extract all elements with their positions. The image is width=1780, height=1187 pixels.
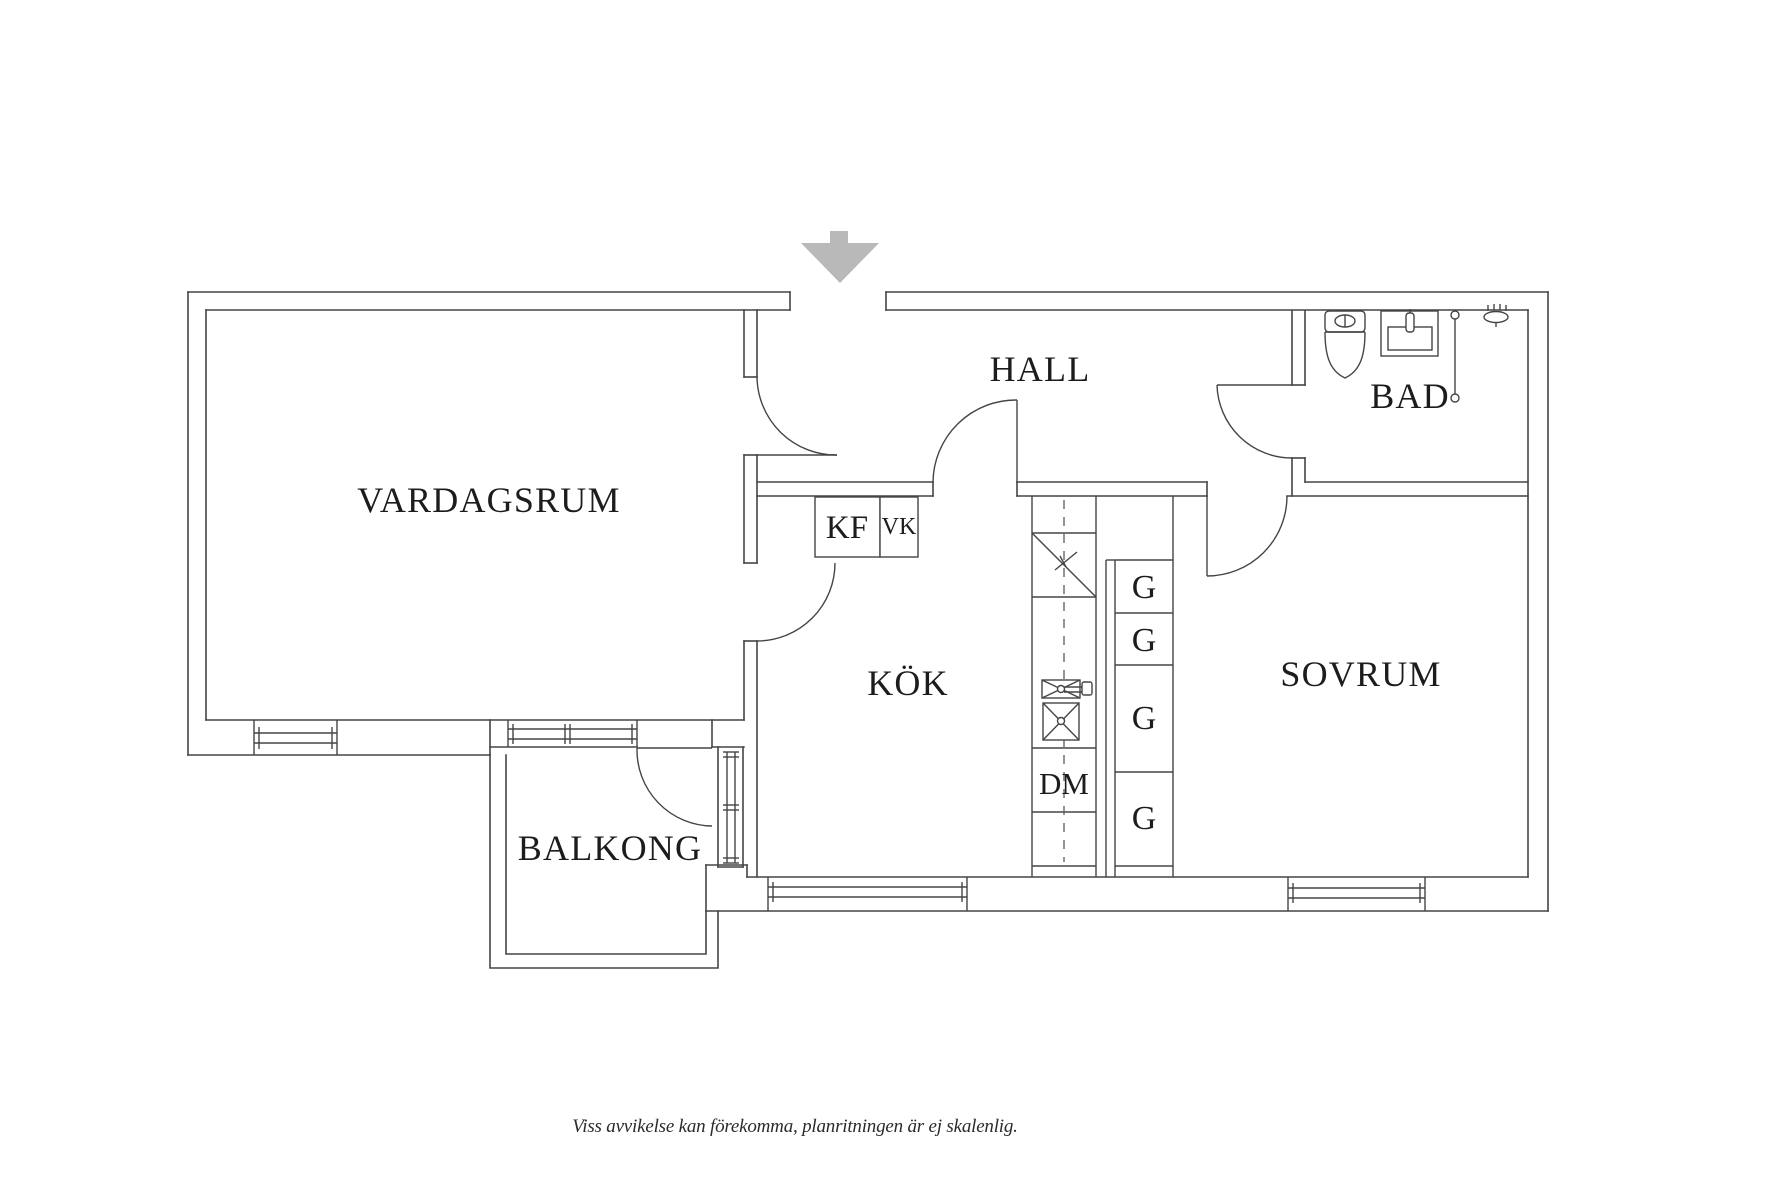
door-balcony-from-livingroom: [636, 747, 713, 827]
window-livingroom-left: [253, 720, 338, 755]
label-wardrobe-1: G: [1132, 569, 1157, 606]
label-wardrobe-3: G: [1132, 700, 1157, 737]
room-label-hall: HALL: [990, 349, 1091, 389]
doorway-kitchen-from-livingroom: [756, 562, 836, 642]
room-label-sovrum: SOVRUM: [1280, 654, 1441, 694]
room-label-bad: BAD: [1370, 376, 1450, 416]
window-kitchen-west: [723, 751, 739, 864]
kitchen-sink-icon: [1041, 679, 1093, 741]
door-kitchen-from-hall: [932, 399, 1018, 483]
window-kitchen-south: [767, 877, 968, 911]
disclaimer-text: Viss avvikelse kan förekomma, planritnin…: [572, 1116, 1018, 1137]
label-wardrobe-2: G: [1132, 622, 1157, 659]
door-bedroom-from-hall: [1206, 495, 1288, 577]
door-bathroom-from-hall: [1216, 384, 1293, 459]
label-wardrobe-4: G: [1132, 800, 1157, 837]
room-label-vardagsrum: VARDAGSRUM: [357, 480, 620, 520]
interior-walls: [743, 309, 1529, 878]
shower-head-icon: [1483, 304, 1509, 327]
kitchen-counter-run: [1031, 496, 1097, 877]
label-fridge-freezer: KF: [826, 510, 868, 546]
room-label-kok: KÖK: [867, 663, 949, 703]
bathroom-sink-icon: [1380, 309, 1439, 357]
door-hall-from-livingroom: [756, 376, 838, 456]
stove-symbol-icon: [1031, 532, 1097, 598]
window-bedroom-south: [1287, 877, 1426, 911]
balcony-railing: [489, 754, 719, 969]
wardrobe-column: [1105, 496, 1174, 877]
fridge-freezer-box: [814, 496, 881, 558]
shower-rail-icon: [1450, 310, 1460, 403]
toilet-icon: [1324, 310, 1366, 379]
room-label-balkong: BALKONG: [518, 828, 702, 868]
label-vk: VK: [882, 514, 917, 540]
exterior-walls: [187, 291, 1549, 912]
window-livingroom-balcony: [507, 720, 638, 747]
label-dishwasher: DM: [1039, 766, 1089, 801]
vk-box: [879, 496, 919, 558]
entrance-arrow-icon: [801, 231, 879, 283]
